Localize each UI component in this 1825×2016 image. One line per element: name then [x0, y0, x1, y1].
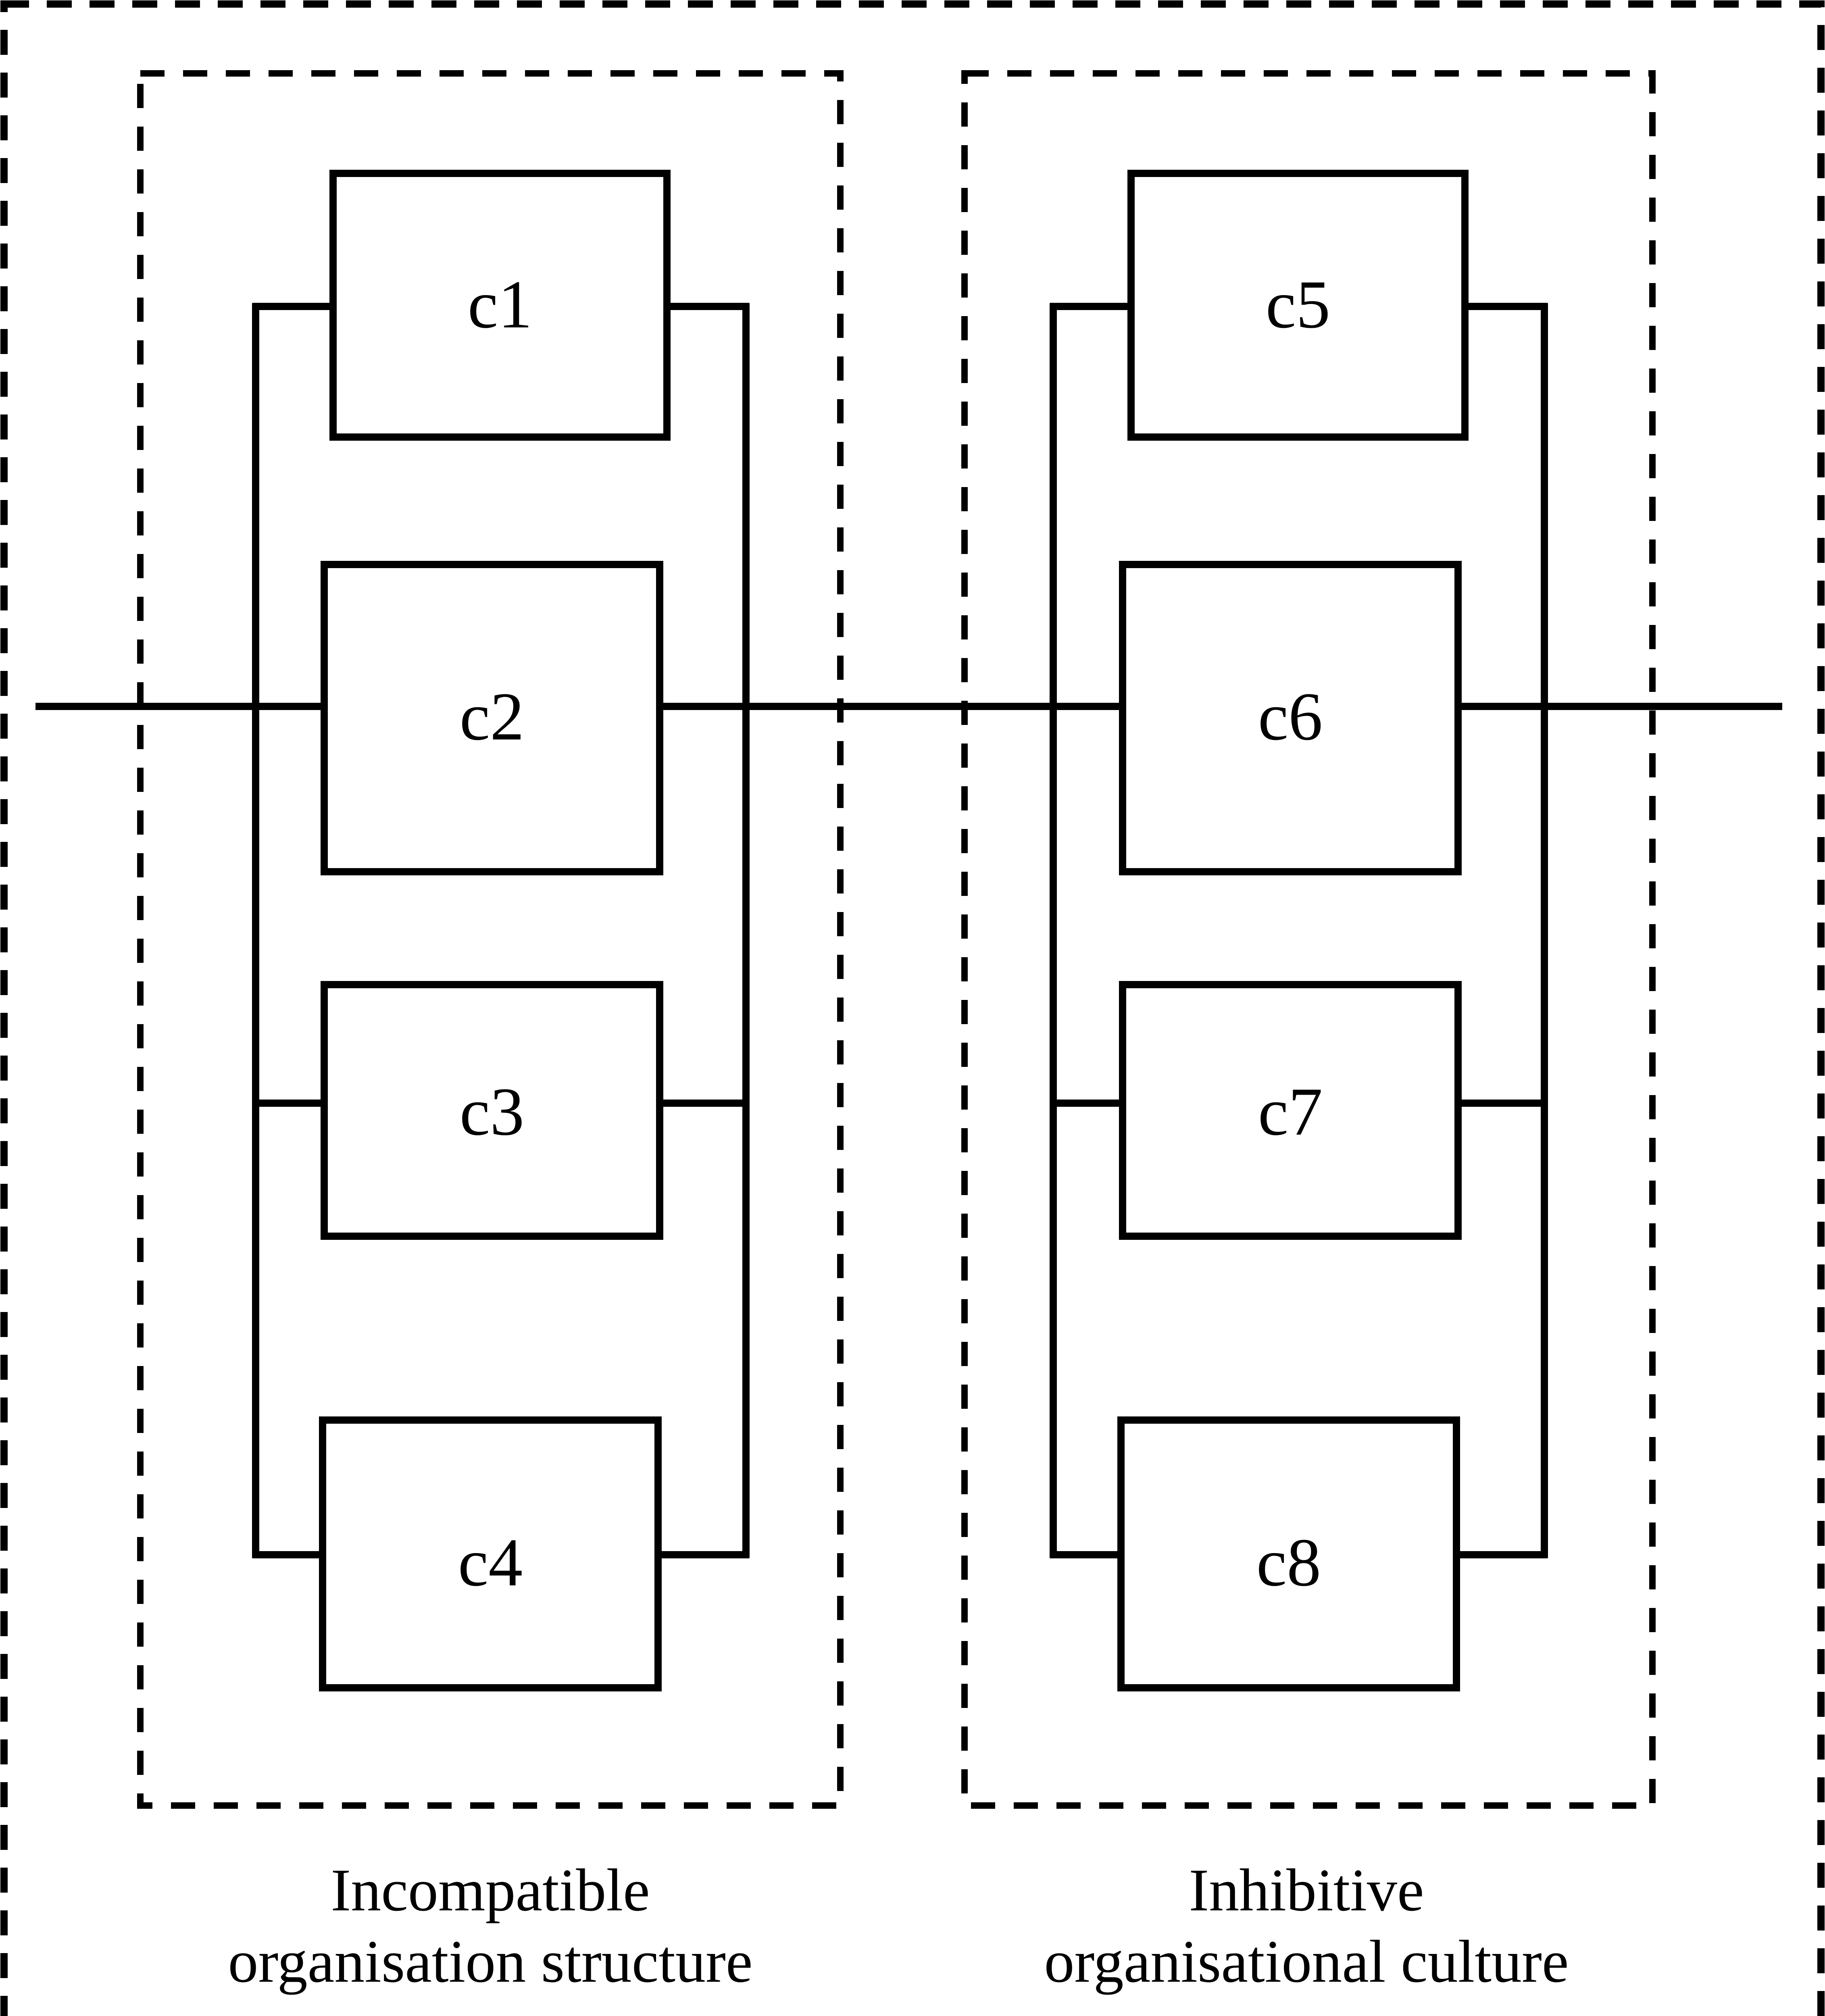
node-label-c4: c4 — [458, 1524, 523, 1600]
node-label-c5: c5 — [1265, 267, 1331, 342]
group-1-nodes — [319, 170, 671, 1691]
group-2-nodes — [1117, 170, 1469, 1691]
group-caption-incompatible-organisation-structure: Incompatible organisation structure — [228, 1857, 753, 1995]
node-box-c7[interactable] — [1119, 981, 1462, 1240]
node-label-c2: c2 — [459, 679, 525, 754]
group-caption-inhibitive-organisational-culture: Inhibitive organisational culture — [1044, 1857, 1569, 1995]
group-boundary-inhibitive-organisational-culture — [961, 70, 1656, 1809]
group-2-connectors — [1050, 303, 1548, 1558]
node-label-c6: c6 — [1258, 679, 1323, 754]
group-1-connectors — [252, 303, 750, 1558]
node-label-c3: c3 — [459, 1074, 525, 1150]
node-box-c6[interactable] — [1119, 561, 1462, 875]
node-box-c1[interactable] — [329, 170, 671, 441]
node-box-c8[interactable] — [1117, 1416, 1460, 1691]
node-label-c8: c8 — [1256, 1524, 1321, 1600]
node-box-c2[interactable] — [321, 561, 663, 875]
node-box-c4[interactable] — [319, 1416, 662, 1691]
group-boundary-incompatible-organisation-structure — [137, 70, 844, 1809]
node-label-c1: c1 — [467, 267, 533, 342]
node-box-c5[interactable] — [1127, 170, 1469, 441]
node-box-c3[interactable] — [321, 981, 663, 1240]
node-label-c7: c7 — [1258, 1074, 1323, 1150]
